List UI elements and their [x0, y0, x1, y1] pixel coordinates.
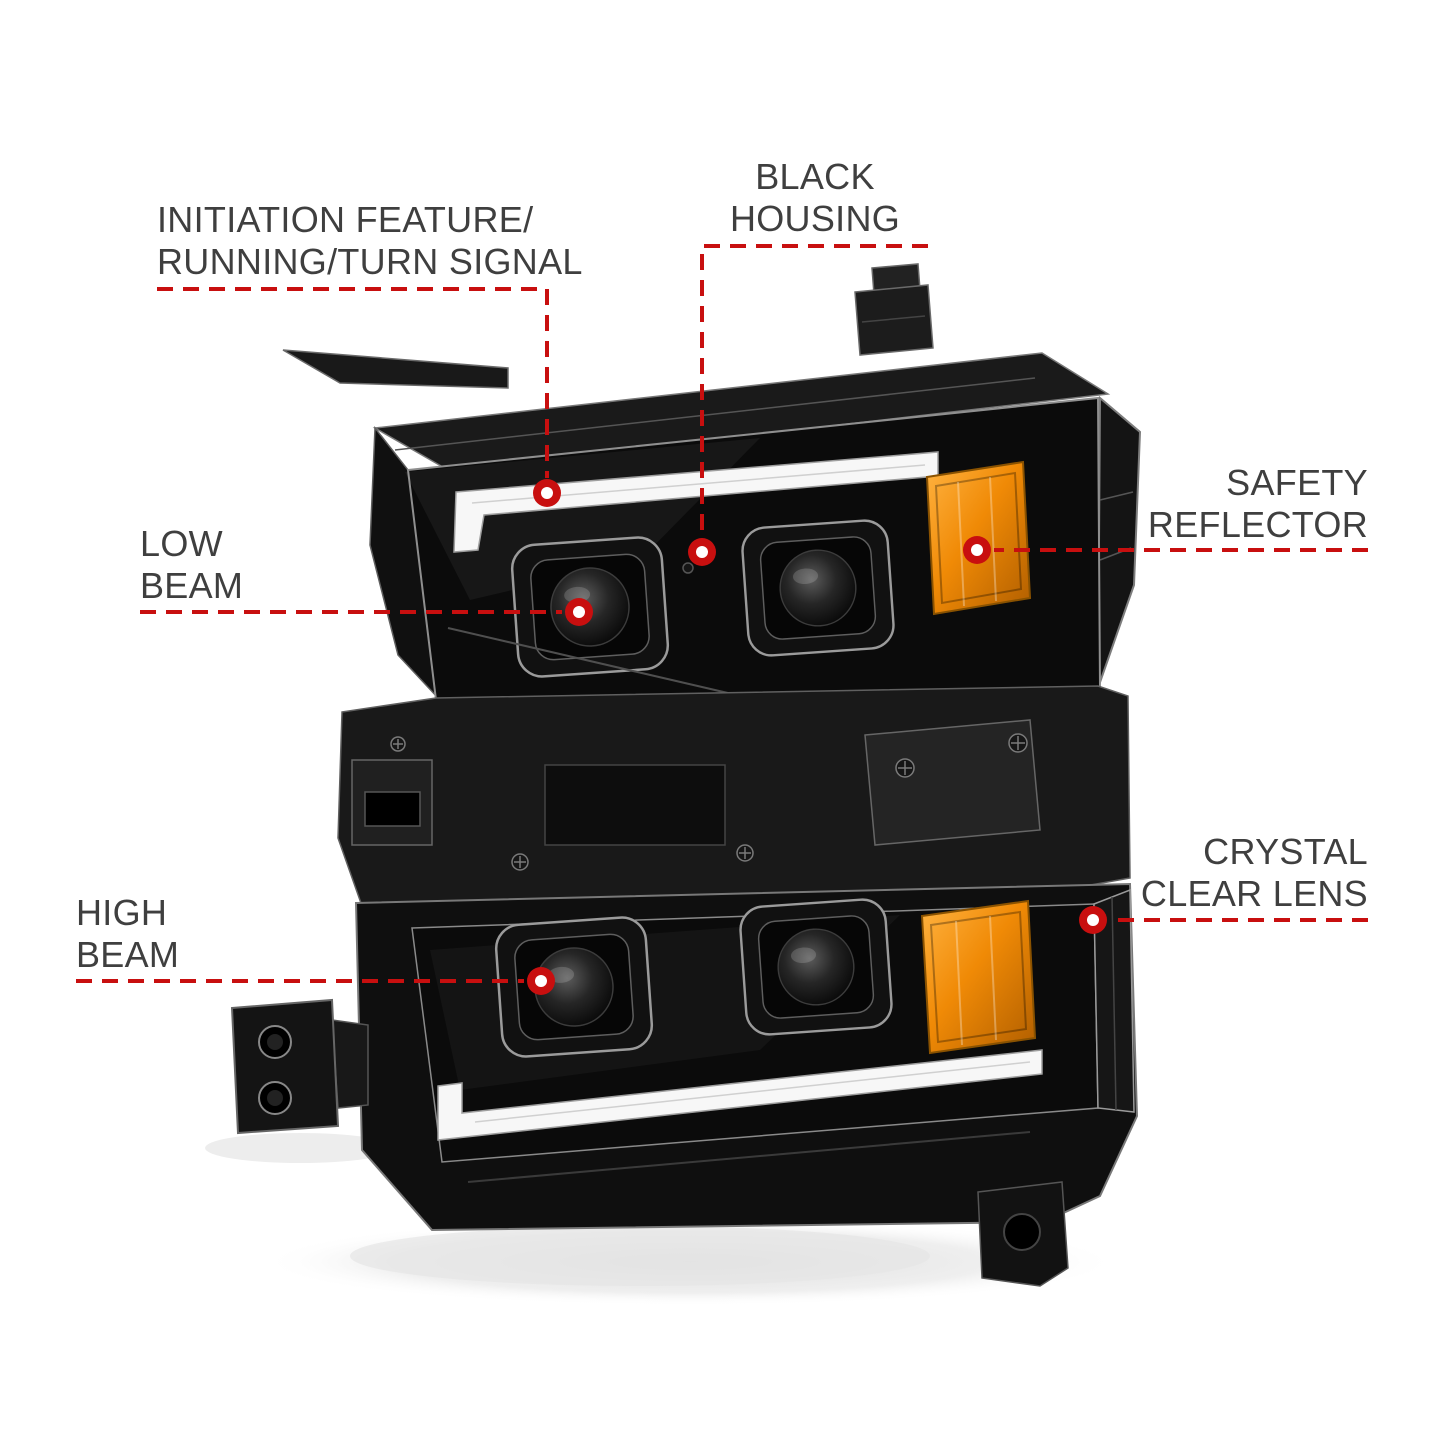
label-line: BEAM: [140, 565, 244, 607]
lower-aux-projector: [737, 896, 895, 1038]
upper-module: [369, 352, 1142, 703]
drl-strip-upper: [453, 451, 939, 553]
top-fin: [282, 349, 509, 389]
crystal-lens-marker: [1079, 906, 1107, 934]
crystal-lens-edge: [1093, 888, 1135, 1113]
drl-strip-lower: [437, 1049, 1043, 1141]
label-crystal-clear-lens: CRYSTAL CLEAR LENS: [1141, 831, 1368, 916]
label-line: SAFETY: [1226, 462, 1368, 503]
label-line: CLEAR LENS: [1140, 873, 1368, 915]
safety-reflector-marker: [963, 536, 991, 564]
lower-module: [354, 882, 1139, 1232]
label-low-beam: LOW BEAM: [140, 523, 243, 608]
label-line: BEAM: [76, 934, 180, 976]
annotation-layer: [76, 244, 1368, 995]
label-line: CRYSTAL: [1203, 831, 1368, 872]
label-line: REFLECTOR: [1147, 504, 1368, 546]
safety-reflector-lower: [920, 899, 1037, 1055]
initiation-marker: [533, 479, 561, 507]
label-line: HOUSING: [729, 198, 901, 240]
end-cap-upper: [1097, 395, 1142, 689]
low-beam-marker: [565, 598, 593, 626]
label-line: RUNNING/TURN SIGNAL: [157, 241, 583, 283]
label-safety-reflector: SAFETY REFLECTOR: [1148, 462, 1368, 547]
high-beam-projector: [493, 914, 655, 1060]
label-line: HIGH: [76, 892, 168, 933]
middle-bracket: [337, 685, 1131, 907]
label-initiation-feature: INITIATION FEATURE/ RUNNING/TURN SIGNAL: [157, 199, 583, 284]
high-beam-marker: [527, 967, 555, 995]
connector-plug: [977, 1181, 1069, 1287]
mounting-bracket-left: [230, 998, 369, 1135]
label-high-beam: HIGH BEAM: [76, 892, 179, 977]
label-black-housing: BLACK HOUSING: [702, 156, 928, 241]
black-housing-leader-line: [700, 244, 928, 536]
label-line: LOW: [140, 523, 223, 564]
upper-aux-projector: [739, 517, 897, 659]
initiation-leader-line: [157, 287, 549, 478]
black-housing-marker: [688, 538, 716, 566]
label-line: INITIATION FEATURE/: [157, 199, 534, 240]
mounting-tab: [854, 263, 934, 356]
ground-shadow: [205, 1133, 1120, 1306]
label-line: BLACK: [755, 156, 875, 197]
